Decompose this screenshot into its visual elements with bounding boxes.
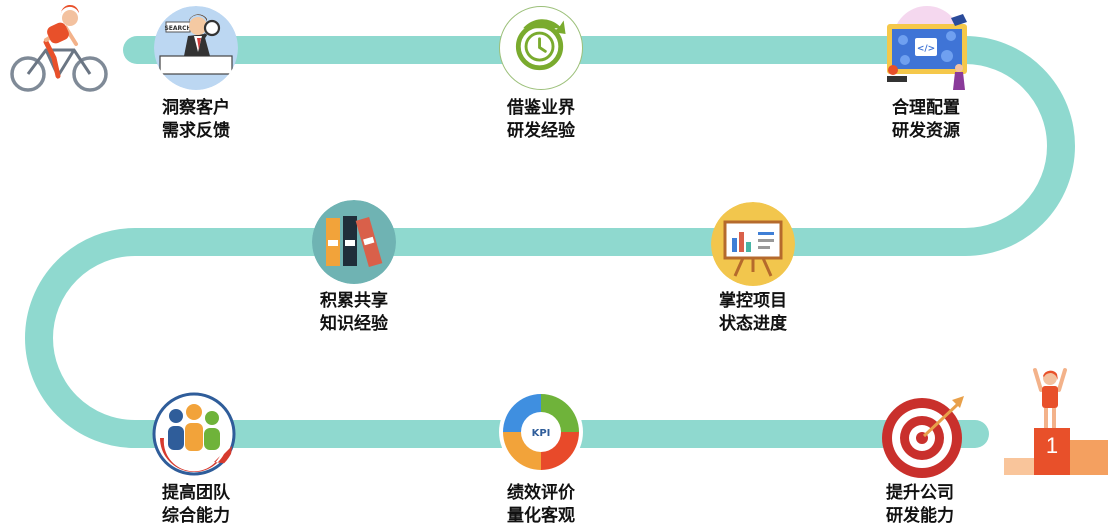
step-label-line1: 借鉴业界 — [507, 98, 575, 118]
step-label-company: 提升公司 研发能力 — [840, 482, 1000, 528]
step-label-kpi: 绩效评价 量化客观 — [461, 482, 621, 528]
step-icon-binders — [312, 200, 396, 284]
step-icon-kpi: KPI — [499, 390, 583, 474]
svg-text:</>: </> — [917, 44, 935, 54]
podium-first-block: 1 — [1034, 428, 1070, 475]
step-icon-search: SEARCH — [154, 6, 238, 90]
podium-left-block — [1004, 458, 1034, 475]
step-label-line1: 积累共享 — [320, 291, 388, 311]
step-icon-team — [152, 392, 236, 476]
step-label-line2: 需求反馈 — [162, 121, 230, 141]
step-label-knowledge: 积累共享 知识经验 — [274, 290, 434, 336]
binders-icon — [312, 200, 396, 284]
search-businessman-icon: SEARCH — [154, 6, 238, 90]
step-label-line1: 提高团队 — [162, 483, 230, 503]
step-label-line2: 研发能力 — [886, 506, 954, 526]
winner-figure-icon — [1033, 368, 1067, 428]
step-label-line2: 状态进度 — [719, 314, 787, 334]
step-label-progress: 掌控项目 状态进度 — [673, 290, 833, 336]
team-people-icon — [152, 392, 236, 476]
cyclist-icon — [10, 4, 108, 92]
developer-team-icon: </> — [887, 6, 967, 90]
podium-rank-text: 1 — [1045, 433, 1059, 458]
kpi-cycle-icon: KPI — [503, 394, 579, 470]
step-label-search: 洞察客户 需求反馈 — [116, 97, 276, 143]
presentation-board-icon — [711, 202, 795, 286]
step-label-team: 提高团队 综合能力 — [116, 482, 276, 528]
step-icon-developers: </> — [881, 4, 973, 92]
step-label-line2: 综合能力 — [162, 506, 230, 526]
step-label-line2: 知识经验 — [320, 314, 388, 334]
target-dart-icon — [882, 396, 964, 478]
step-label-line1: 合理配置 — [892, 98, 960, 118]
step-icon-clock — [499, 6, 583, 90]
step-label-resources: 合理配置 研发资源 — [846, 97, 1006, 143]
step-label-experience: 借鉴业界 研发经验 — [461, 97, 621, 143]
clock-refresh-icon — [515, 19, 566, 71]
step-icon-presentation — [711, 202, 795, 286]
step-icon-target — [880, 392, 968, 480]
step-label-line2: 研发资源 — [892, 121, 960, 141]
kpi-center-text: KPI — [532, 428, 551, 439]
search-sign-text: SEARCH — [164, 25, 191, 32]
step-label-line1: 绩效评价 — [507, 483, 575, 503]
step-label-line1: 提升公司 — [886, 483, 954, 503]
step-label-line2: 量化客观 — [507, 506, 575, 526]
step-label-line2: 研发经验 — [507, 121, 575, 141]
step-label-line1: 洞察客户 — [162, 98, 230, 118]
step-label-line1: 掌控项目 — [719, 291, 787, 311]
podium-right-block — [1070, 440, 1108, 475]
